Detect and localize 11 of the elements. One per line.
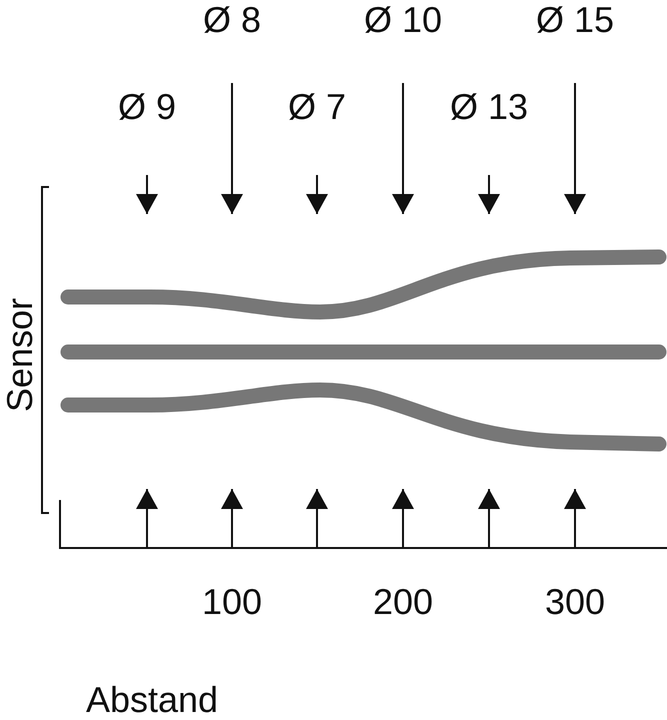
tick-label: 200 <box>372 582 434 622</box>
diameter-label: Ø 13 <box>450 87 528 127</box>
axis-label: Abstand <box>86 680 218 720</box>
diameter-label: Ø 15 <box>536 0 614 40</box>
diameter-label: Ø 7 <box>288 87 346 127</box>
axis-label: Sensor <box>0 298 40 412</box>
tick-label: 100 <box>202 582 262 622</box>
tick-label: 300 <box>544 582 606 622</box>
diameter-label: Ø 8 <box>202 0 262 40</box>
diameter-label: Ø 9 <box>118 87 176 127</box>
diameter-label: Ø 10 <box>364 0 442 40</box>
